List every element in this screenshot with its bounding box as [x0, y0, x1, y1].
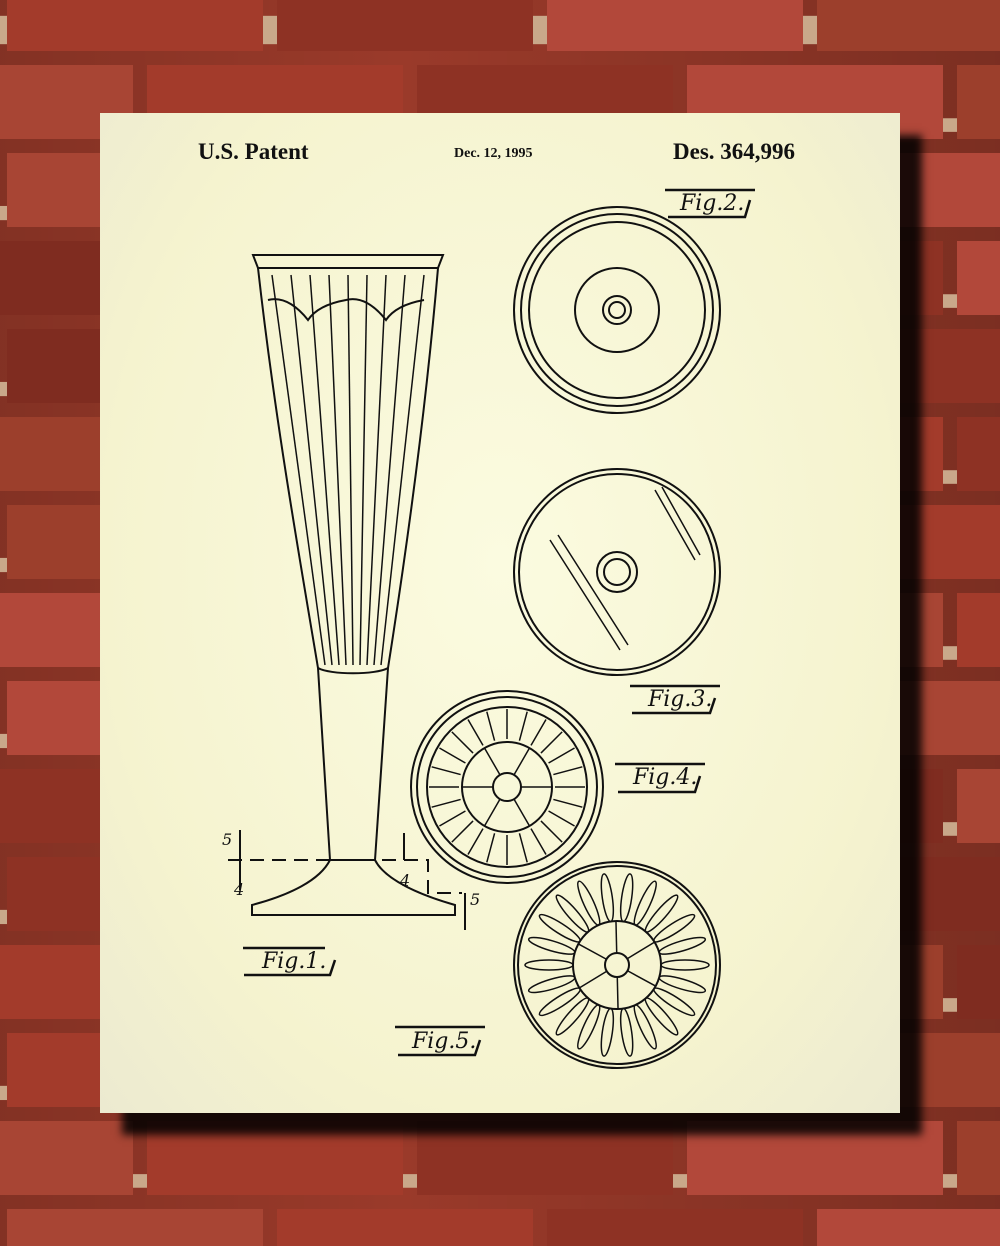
- spoke: [530, 719, 547, 746]
- petal: [538, 987, 581, 1017]
- brick: [547, 1209, 803, 1246]
- fig5-label: Fig.5.: [411, 1029, 476, 1054]
- petal: [600, 1007, 615, 1057]
- spoke: [451, 820, 474, 843]
- spoke: [483, 747, 501, 776]
- brick: [7, 0, 263, 51]
- spoke: [627, 970, 656, 987]
- section-mark: 4: [399, 871, 410, 890]
- petal: [644, 894, 679, 933]
- spoke: [540, 820, 563, 843]
- brick: [277, 0, 533, 51]
- petal: [658, 975, 707, 994]
- fig2-label: Fig.2.: [679, 191, 744, 216]
- fig1-champagne-flute: [251, 254, 456, 916]
- fig5-section-view: [513, 861, 721, 1069]
- spoke: [578, 943, 607, 960]
- spoke: [513, 747, 531, 776]
- petal: [527, 975, 576, 994]
- fig4-section-view: [410, 690, 604, 884]
- spoke: [553, 766, 583, 776]
- section-line: [228, 859, 462, 894]
- brick: [957, 65, 1000, 139]
- petal: [527, 936, 576, 955]
- petal: [577, 1004, 601, 1050]
- petal: [619, 1007, 634, 1057]
- spoke: [548, 810, 575, 827]
- brick: [817, 1209, 1000, 1246]
- spoke: [615, 920, 618, 954]
- petal: [653, 913, 696, 943]
- spoke: [486, 833, 496, 863]
- flute-line: [347, 274, 354, 666]
- brick: [147, 1121, 403, 1195]
- fig3-label: Fig.3.: [647, 687, 712, 712]
- brick: [687, 1121, 943, 1195]
- section-mark: 5: [222, 830, 232, 849]
- spoke: [439, 747, 466, 764]
- spoke: [467, 828, 484, 855]
- brick: [957, 945, 1000, 1019]
- petal: [619, 873, 634, 923]
- patent-date: Dec. 12, 1995: [454, 146, 533, 161]
- brick: [957, 769, 1000, 843]
- fig1-label: Fig.1.: [261, 949, 326, 974]
- spoke: [553, 798, 583, 808]
- petal: [644, 997, 679, 1036]
- flute-line: [271, 274, 326, 666]
- brick: [957, 417, 1000, 491]
- flute-line: [328, 274, 347, 666]
- petal: [555, 997, 590, 1036]
- petal: [633, 1004, 657, 1050]
- brick: [957, 593, 1000, 667]
- petal: [600, 873, 615, 923]
- patent-poster: U.S. Patent Dec. 12, 1995 Des. 364,996: [100, 113, 900, 1113]
- petal: [577, 880, 601, 926]
- brick: [277, 1209, 533, 1246]
- flute-line: [380, 274, 425, 666]
- spoke: [548, 747, 575, 764]
- spoke: [616, 976, 619, 1010]
- spoke: [451, 731, 474, 754]
- flute-line: [373, 274, 406, 666]
- brick: [417, 1121, 673, 1195]
- fig2-top-view: [513, 206, 721, 414]
- spoke: [431, 766, 461, 776]
- spoke: [530, 828, 547, 855]
- spoke: [483, 798, 501, 827]
- spoke: [540, 731, 563, 754]
- brick: [0, 1121, 133, 1195]
- brick: [547, 0, 803, 51]
- petal: [555, 894, 590, 933]
- brick: [957, 241, 1000, 315]
- flute-line: [359, 274, 368, 666]
- spoke: [431, 798, 461, 808]
- section-mark: 5: [470, 890, 480, 909]
- spoke: [513, 798, 531, 827]
- flute-line: [290, 274, 333, 666]
- section-mark: 4: [233, 880, 244, 899]
- petal: [658, 936, 707, 955]
- flute-line: [366, 274, 387, 666]
- spoke: [518, 833, 528, 863]
- brick: [957, 1121, 1000, 1195]
- fig3-bottom-view: [513, 468, 721, 676]
- brick: [7, 1209, 263, 1246]
- spoke: [626, 941, 655, 960]
- brick: [817, 0, 1000, 51]
- spoke: [518, 711, 528, 741]
- petal: [660, 959, 710, 971]
- fig4-label: Fig.4.: [632, 765, 697, 790]
- petal: [524, 959, 574, 971]
- petal: [538, 913, 581, 943]
- patent-heading: U.S. Patent: [198, 139, 309, 164]
- flute-line: [309, 274, 340, 666]
- spoke: [579, 970, 608, 989]
- spoke: [467, 719, 484, 746]
- spoke: [439, 810, 466, 827]
- petal: [633, 880, 657, 926]
- patent-number: Des. 364,996: [673, 139, 796, 164]
- petal: [653, 987, 696, 1017]
- spoke: [486, 711, 496, 741]
